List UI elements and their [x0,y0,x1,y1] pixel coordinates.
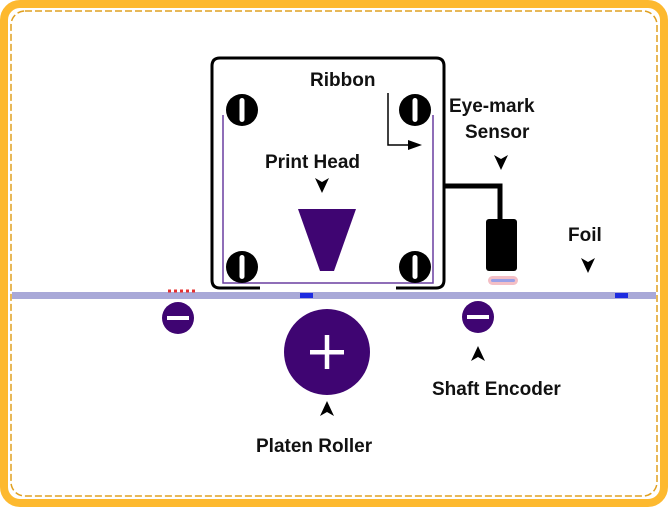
ribbon-spool-bottom-left-icon [226,251,258,283]
ribbon-spool-top-left-icon [226,94,258,126]
sensor-mount-bracket [444,183,503,222]
print-head-label: Print Head [265,152,360,173]
registration-mark-1 [300,293,313,298]
foil-label: Foil [568,225,602,246]
ribbon-pointer-arrowhead [408,140,422,150]
platen-roller-label: Platen Roller [256,436,373,457]
eye-mark-sensor-icon [486,219,517,271]
eye-mark-label-line1: Eye-mark [449,96,535,117]
ribbon-spool-bottom-right-icon [399,251,431,283]
foil-strip [12,292,656,299]
idler-roller-icon [162,302,194,334]
print-head-icon [298,209,356,271]
registration-mark-2 [615,293,628,298]
ribbon-label: Ribbon [310,70,375,91]
shaft-encoder-label: Shaft Encoder [432,379,561,400]
sensor-beam-core [491,279,515,282]
ribbon-path [222,115,434,284]
shaft-encoder-arrowhead [471,346,485,361]
ribbon-pointer-arrow [387,93,410,146]
print-head-housing [210,56,446,290]
foil-arrowhead [581,258,595,273]
sensor-arrowhead [494,155,508,170]
eye-mark-label-line2: Sensor [465,122,530,143]
shaft-encoder-icon [462,301,494,333]
platen-roller-arrowhead [320,401,334,416]
ribbon-spool-top-right-icon [399,94,431,126]
print-head-arrowhead [315,178,329,193]
platen-roller-icon [284,309,370,395]
